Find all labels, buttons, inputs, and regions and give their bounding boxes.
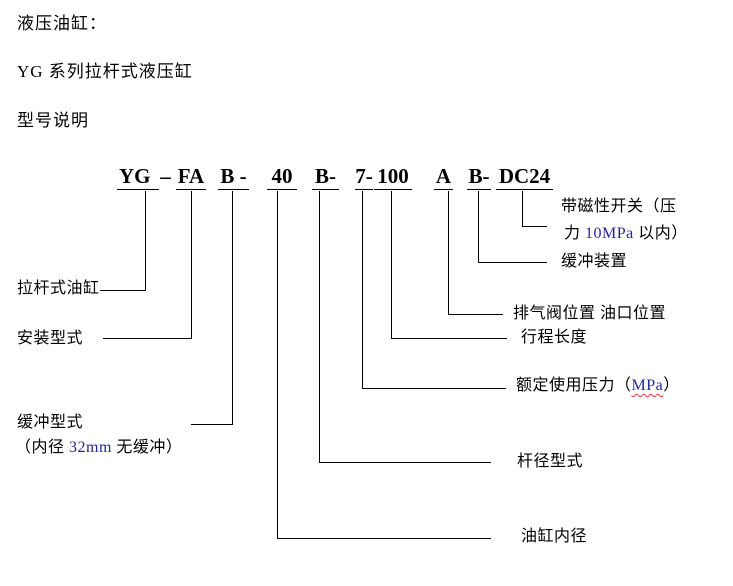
model-seg-stroke: 100 (374, 164, 412, 190)
connector-switch-horizontal (522, 226, 547, 227)
connector-pressure-vertical (362, 191, 363, 388)
connector-switch-vertical (522, 191, 523, 226)
doc-title: 液压油缸： (17, 14, 107, 33)
callout-cushion-device: 缓冲装置 (561, 253, 628, 270)
connector-bore-vertical (277, 191, 278, 538)
magnetic-line2-post: 以内） (633, 225, 688, 242)
callout-magnetic-switch-line1: 带磁性开关（压 (561, 198, 677, 215)
model-seg-pressure: 7- (355, 164, 373, 190)
model-seg-port: A (434, 164, 453, 190)
pressure-unit: MPa (631, 377, 664, 394)
connector-cushion-type-vertical (232, 191, 233, 424)
connector-series-vertical (145, 191, 146, 290)
section-title: 型号说明 (17, 111, 89, 130)
connector-stroke-vertical (391, 191, 392, 338)
cushion-note-post: 无缓冲） (111, 439, 183, 456)
callout-cushion-type: 缓冲型式 (17, 414, 84, 431)
cushion-note-code: 32mm (69, 439, 112, 456)
connector-cushion-dev-horizontal (478, 262, 547, 263)
magnetic-line2-pre: 力 (564, 225, 586, 242)
model-seg-switch: DC24 (496, 164, 553, 190)
callout-port-positions: 排气阀位置 油口位置 (513, 305, 667, 322)
callout-magnetic-switch-line2: 力 10MPa 以内） (564, 225, 688, 243)
model-seg-cushion-type: B - (218, 164, 249, 190)
callout-rod-type: 杆径型式 (517, 453, 584, 470)
model-seg-cushion-dev: B- (467, 164, 491, 190)
model-seg-rod-type: B- (312, 164, 339, 190)
magnetic-line2-code: 10MPa (585, 225, 634, 242)
pressure-pre: 额定使用压力（ (516, 377, 632, 394)
connector-mounting-horizontal (103, 338, 192, 339)
model-seg-dash: – (160, 164, 171, 188)
cushion-note-pre: （内径 (15, 439, 70, 456)
connector-rod-type-vertical (319, 191, 320, 462)
connector-mounting-vertical (191, 191, 192, 338)
connector-stroke-horizontal (391, 338, 507, 339)
callout-rated-pressure: 额定使用压力（MPa） (516, 377, 680, 395)
model-seg-mounting: FA (176, 164, 206, 190)
connector-rod-type-horizontal (319, 462, 491, 463)
callout-mounting-type: 安装型式 (17, 330, 84, 347)
model-seg-bore: 40 (267, 164, 297, 190)
connector-series-horizontal (100, 290, 146, 291)
model-seg-series: YG (117, 164, 159, 190)
callout-bore: 油缸内径 (521, 528, 588, 545)
callout-stroke-length: 行程长度 (521, 329, 588, 346)
connector-cushion-type-horizontal (191, 424, 233, 425)
connector-bore-horizontal (277, 538, 491, 539)
connector-cushion-dev-vertical (478, 191, 479, 262)
callout-tie-rod-cylinder: 拉杆式油缸 (17, 280, 100, 297)
connector-port-vertical (448, 191, 449, 314)
series-title: YG 系列拉杆式液压缸 (17, 62, 193, 81)
pressure-post: ） (663, 377, 680, 394)
connector-pressure-horizontal (362, 388, 506, 389)
callout-cushion-type-note: （内径 32mm 无缓冲） (15, 439, 182, 457)
connector-port-horizontal (448, 314, 503, 315)
